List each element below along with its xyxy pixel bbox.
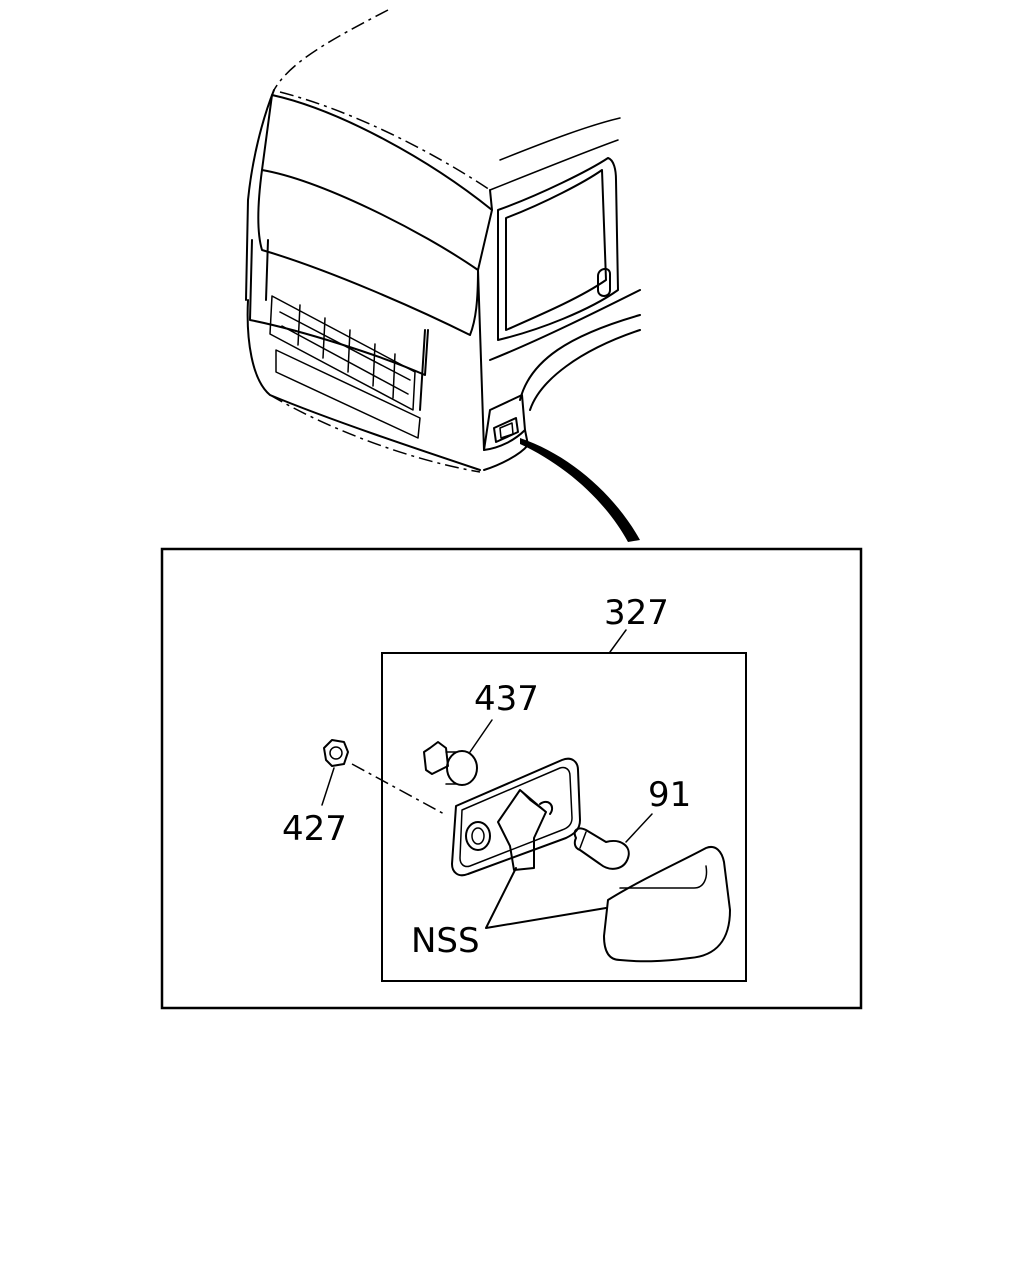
assembly-frame: [381, 652, 747, 982]
bulb-part-number: 91: [648, 775, 691, 815]
socket-leader-line: [469, 719, 493, 753]
assembly-leader-line: [609, 629, 627, 653]
nut-part-number: 427: [282, 809, 347, 849]
bulb-leader-line: [625, 813, 653, 843]
lens-part: [603, 846, 731, 963]
socket-part-number: 437: [474, 679, 539, 719]
nut-part: [323, 739, 349, 767]
truck-cab-illustration: [245, 9, 641, 542]
nss-pointer-lines: [485, 867, 607, 929]
detail-frame: [160, 547, 863, 1010]
assembly-part-number: 327: [604, 593, 669, 633]
nut-leader-line: [321, 767, 335, 806]
bulb-socket-part: [423, 741, 478, 786]
nss-label: NSS: [411, 921, 480, 961]
assembly-axis-line: [351, 763, 447, 816]
bulb-part: [573, 827, 630, 870]
lamp-housing-part: [451, 757, 581, 877]
